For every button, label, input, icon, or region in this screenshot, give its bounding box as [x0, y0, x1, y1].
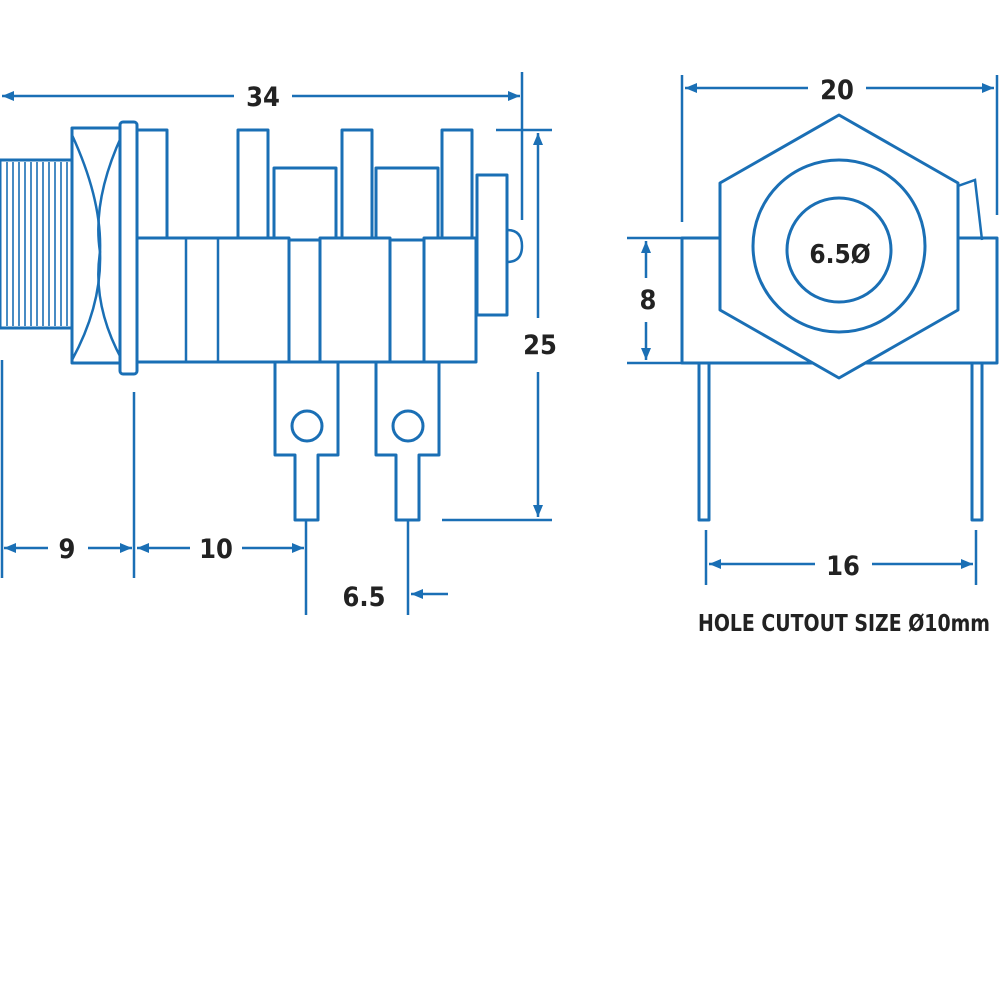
bore-circle	[785, 196, 893, 304]
dim-pin-pitch: 6.5	[342, 582, 385, 613]
thread-lines	[6, 162, 68, 326]
front-view: 6.5Ø 20 8 16 HOLE CUTOUT SIZE Ø10mm	[627, 75, 999, 637]
tab-1	[135, 128, 169, 242]
nut-curve-right	[97, 134, 124, 361]
hex-nut-side	[70, 126, 124, 365]
hole-cutout-note: HOLE CUTOUT SIZE Ø10mm	[698, 611, 990, 637]
dim-thread-length: 9	[59, 534, 76, 565]
main-body	[135, 236, 291, 364]
dim-body-height: 8	[640, 285, 657, 316]
terminal-hole-2	[391, 409, 425, 443]
rear-contact-bump	[506, 228, 524, 264]
bore-diameter-label: 6.5Ø	[809, 240, 870, 270]
pin-right	[970, 360, 984, 522]
body-block-3	[422, 236, 478, 364]
body-block-2	[318, 236, 392, 364]
dim-overall-width: 20	[820, 75, 854, 106]
dim-height: 25	[523, 330, 557, 361]
tab-2	[236, 128, 270, 242]
rear-contact	[475, 173, 509, 317]
pin-left	[697, 360, 711, 522]
front-side-tab	[956, 178, 984, 241]
mounting-flange	[118, 120, 139, 376]
terminal-hole-1	[290, 409, 324, 443]
side-view: 34 25 9 10 6.5	[0, 72, 557, 615]
tab-4	[440, 128, 474, 242]
dim-overall-length: 34	[246, 82, 280, 113]
dim-pin-offset: 10	[199, 534, 233, 565]
spring-frame-1	[272, 166, 338, 242]
spring-frame-2	[374, 166, 440, 242]
dim-pin-spacing: 16	[826, 551, 860, 582]
tab-3	[340, 128, 374, 242]
